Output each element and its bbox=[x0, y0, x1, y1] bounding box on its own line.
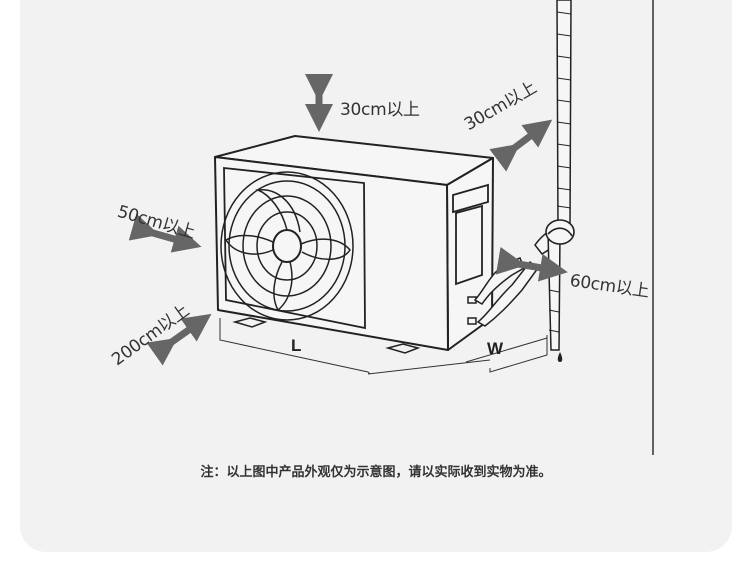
fan-grille bbox=[220, 166, 366, 330]
drain-pipe bbox=[547, 0, 572, 351]
arrow-back bbox=[489, 119, 553, 172]
arrow-left bbox=[128, 213, 202, 253]
pipe-wrap-marks bbox=[548, 11, 572, 333]
fan-blades bbox=[224, 189, 351, 312]
clearance-arrows bbox=[128, 74, 568, 366]
installation-diagram bbox=[128, 0, 654, 455]
disclaimer-note: 注：以上图中产品外观仅为示意图，请以实际收到实物为准。 bbox=[200, 465, 552, 480]
dimension-length: L bbox=[291, 336, 302, 355]
arrow-right bbox=[495, 246, 568, 282]
diagram-panel: 30cm以上 30cm以上 50cm以上 200cm以上 60cm以上 L W … bbox=[20, 0, 732, 552]
pipe-ports bbox=[467, 296, 477, 325]
label-top-clearance: 30cm以上 bbox=[340, 100, 420, 120]
arrow-front bbox=[146, 313, 212, 366]
dimension-width: W bbox=[487, 339, 504, 358]
pipe-knot bbox=[545, 219, 575, 245]
unit-feet bbox=[232, 317, 421, 354]
valve-cover bbox=[452, 183, 489, 286]
water-drop-icon bbox=[557, 352, 563, 362]
floor-outline bbox=[219, 318, 548, 375]
